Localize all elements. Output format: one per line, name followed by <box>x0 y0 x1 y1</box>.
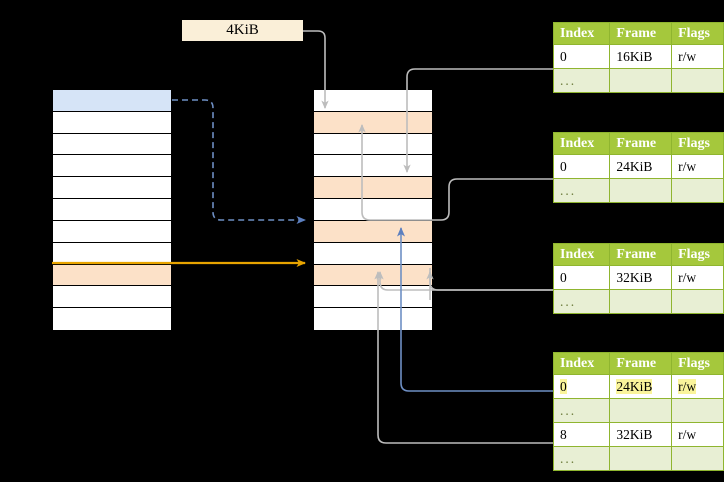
page-table-4-cell-flags <box>671 446 724 471</box>
page-table-1-col-frame: Frame <box>609 22 673 45</box>
page-table-4-cell-index: 8 <box>552 422 611 447</box>
page-table-4-cell-frame: 32KiB <box>609 422 673 447</box>
page-table-1-cell-index: 0 <box>552 44 611 69</box>
page-table-3-cell-frame <box>609 289 673 314</box>
virtual-address-space-row-1[interactable] <box>53 111 171 134</box>
page-table-3-cell-index: ... <box>552 289 611 314</box>
page-table-1-col-flags: Flags <box>671 22 724 45</box>
physical-memory-frames-row-7[interactable] <box>314 242 432 265</box>
page-table-3-cell-flags <box>671 289 724 314</box>
virtual-address-space-row-0[interactable] <box>53 90 171 112</box>
page-table-2-cell-index: 0 <box>552 154 611 179</box>
page-table-1-row[interactable]: ... <box>552 68 724 93</box>
page-table-2-cell-flags <box>671 178 724 203</box>
page-table-2-cell-index: ... <box>552 178 611 203</box>
wire-virtual-page-to-frame-6 <box>172 99 306 224</box>
physical-memory-frames-row-5[interactable] <box>314 199 432 221</box>
page-table-3-col-frame: Frame <box>609 243 673 266</box>
physical-memory-frames-row-1[interactable] <box>314 111 432 134</box>
page-table-1-cell-frame: 16KiB <box>609 44 673 69</box>
virtual-address-space-row-10[interactable] <box>53 308 171 330</box>
page-table-3-cell-frame: 32KiB <box>609 265 673 290</box>
page-table-4-row[interactable]: ... <box>552 446 724 471</box>
page-table-4-cell-flags: r/w <box>671 374 724 399</box>
physical-memory-frames-row-3[interactable] <box>314 155 432 178</box>
virtual-address-space-row-3[interactable] <box>53 155 171 178</box>
page-table-4-cell-flags <box>671 398 724 423</box>
physical-memory-frames-row-10[interactable] <box>314 308 432 330</box>
physical-memory-frames-row-0[interactable] <box>314 90 432 112</box>
page-table-4-cell-frame <box>609 446 673 471</box>
page-table-4-row[interactable]: ... <box>552 398 724 423</box>
virtual-address-space-column <box>52 89 172 331</box>
physical-memory-frames-row-4[interactable] <box>314 177 432 200</box>
physical-memory-column <box>313 89 433 331</box>
page-table-4-cell-index: ... <box>552 446 611 471</box>
page-table-1-cell-frame <box>609 68 673 93</box>
page-table-1-cell-flags <box>671 68 724 93</box>
virtual-address-space-row-9[interactable] <box>53 286 171 309</box>
page-table-4-cell-flags: r/w <box>671 422 724 447</box>
physical-memory-frames-row-9[interactable] <box>314 286 432 309</box>
virtual-address-space-row-4[interactable] <box>53 177 171 200</box>
physical-memory-frames-row-8[interactable] <box>314 264 432 287</box>
page-table-2-col-index: Index <box>552 132 611 155</box>
page-table-3-cell-flags: r/w <box>671 265 724 290</box>
page-table-4-col-index: Index <box>552 352 611 375</box>
virtual-address-space-row-7[interactable] <box>53 242 171 265</box>
page-table-4-col-flags: Flags <box>671 352 724 375</box>
page-table-2-cell-frame <box>609 178 673 203</box>
page-table-4-cell-frame <box>609 398 673 423</box>
virtual-address-space-row-8[interactable] <box>53 264 171 287</box>
page-table-3-cell-index: 0 <box>552 265 611 290</box>
page-table-4-col-frame: Frame <box>609 352 673 375</box>
physical-memory-frames-row-2[interactable] <box>314 133 432 156</box>
page-table-1-cell-index: ... <box>552 68 611 93</box>
page-table-3-col-index: Index <box>552 243 611 266</box>
virtual-address-space-row-6[interactable] <box>53 220 171 243</box>
page-table-1-col-index: Index <box>552 22 611 45</box>
virtual-address-space-row-2[interactable] <box>53 133 171 156</box>
physical-memory-frames-row-6[interactable] <box>314 220 432 243</box>
page-table-2-row[interactable]: ... <box>552 178 724 203</box>
page-table-2-cell-flags: r/w <box>671 154 724 179</box>
page-table-4-cell-index: 0 <box>552 374 611 399</box>
page-table-1-cell-flags: r/w <box>671 44 724 69</box>
page-table-3-row[interactable]: ... <box>552 289 724 314</box>
page-table-2-cell-frame: 24KiB <box>609 154 673 179</box>
page-table-3-col-flags: Flags <box>671 243 724 266</box>
page-table-4-cell-frame: 24KiB <box>609 374 673 399</box>
page-table-2-col-flags: Flags <box>671 132 724 155</box>
page-size-label: 4KiB <box>182 20 303 41</box>
page-table-2-col-frame: Frame <box>609 132 673 155</box>
virtual-address-space-row-5[interactable] <box>53 199 171 221</box>
page-table-4-cell-index: ... <box>552 398 611 423</box>
